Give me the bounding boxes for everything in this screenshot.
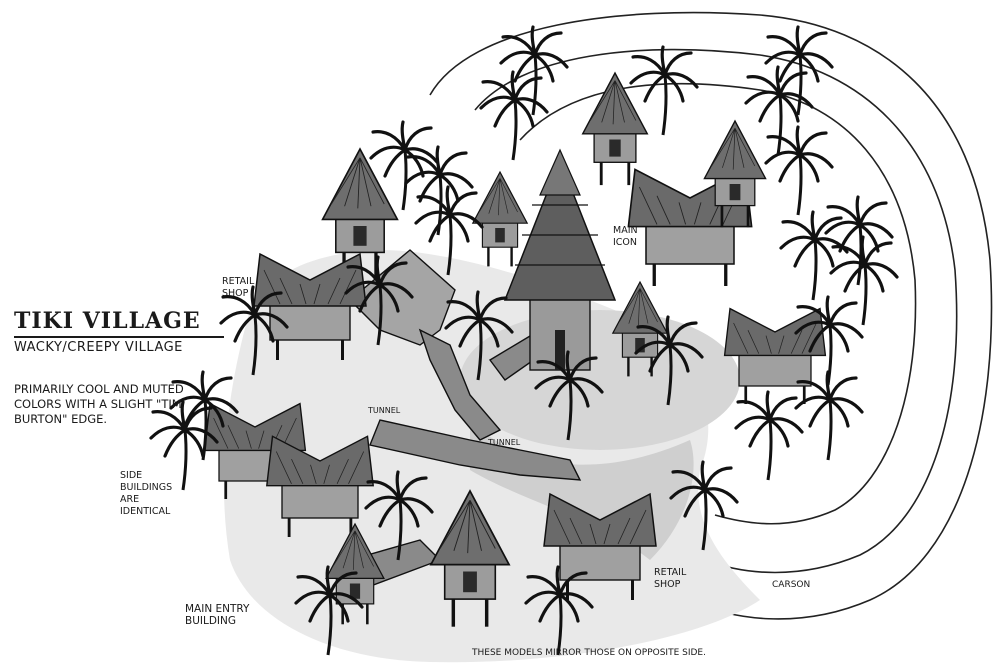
- description: PRIMARILY COOL AND MUTED COLORS WITH A S…: [14, 382, 184, 426]
- hill-contours: [429, 11, 993, 620]
- label-side-buildings: SIDE BUILDINGS ARE IDENTICAL: [120, 470, 173, 517]
- label-main-entry: MAIN ENTRY BUILDING: [185, 603, 250, 627]
- page-title: TIKI VILLAGE: [14, 308, 201, 334]
- label-mirror-note: THESE MODELS MIRROR THOSE ON OPPOSITE SI…: [472, 648, 706, 658]
- label-retail-shop-right: RETAIL SHOP: [654, 567, 687, 590]
- label-retail-shop-left: RETAIL SHOP: [222, 276, 255, 299]
- buildings: [203, 72, 827, 628]
- label-tunnel-left: TUNNEL: [368, 406, 401, 415]
- label-tunnel-center: TUNNEL: [488, 438, 521, 447]
- walkways: [348, 249, 582, 591]
- artist-signature: CARSON: [772, 580, 811, 590]
- title-underline: [14, 336, 224, 338]
- label-main-icon: MAIN ICON: [613, 225, 638, 248]
- subtitle: WACKY/CREEPY VILLAGE: [14, 340, 183, 355]
- main-icon-tower: [503, 148, 617, 371]
